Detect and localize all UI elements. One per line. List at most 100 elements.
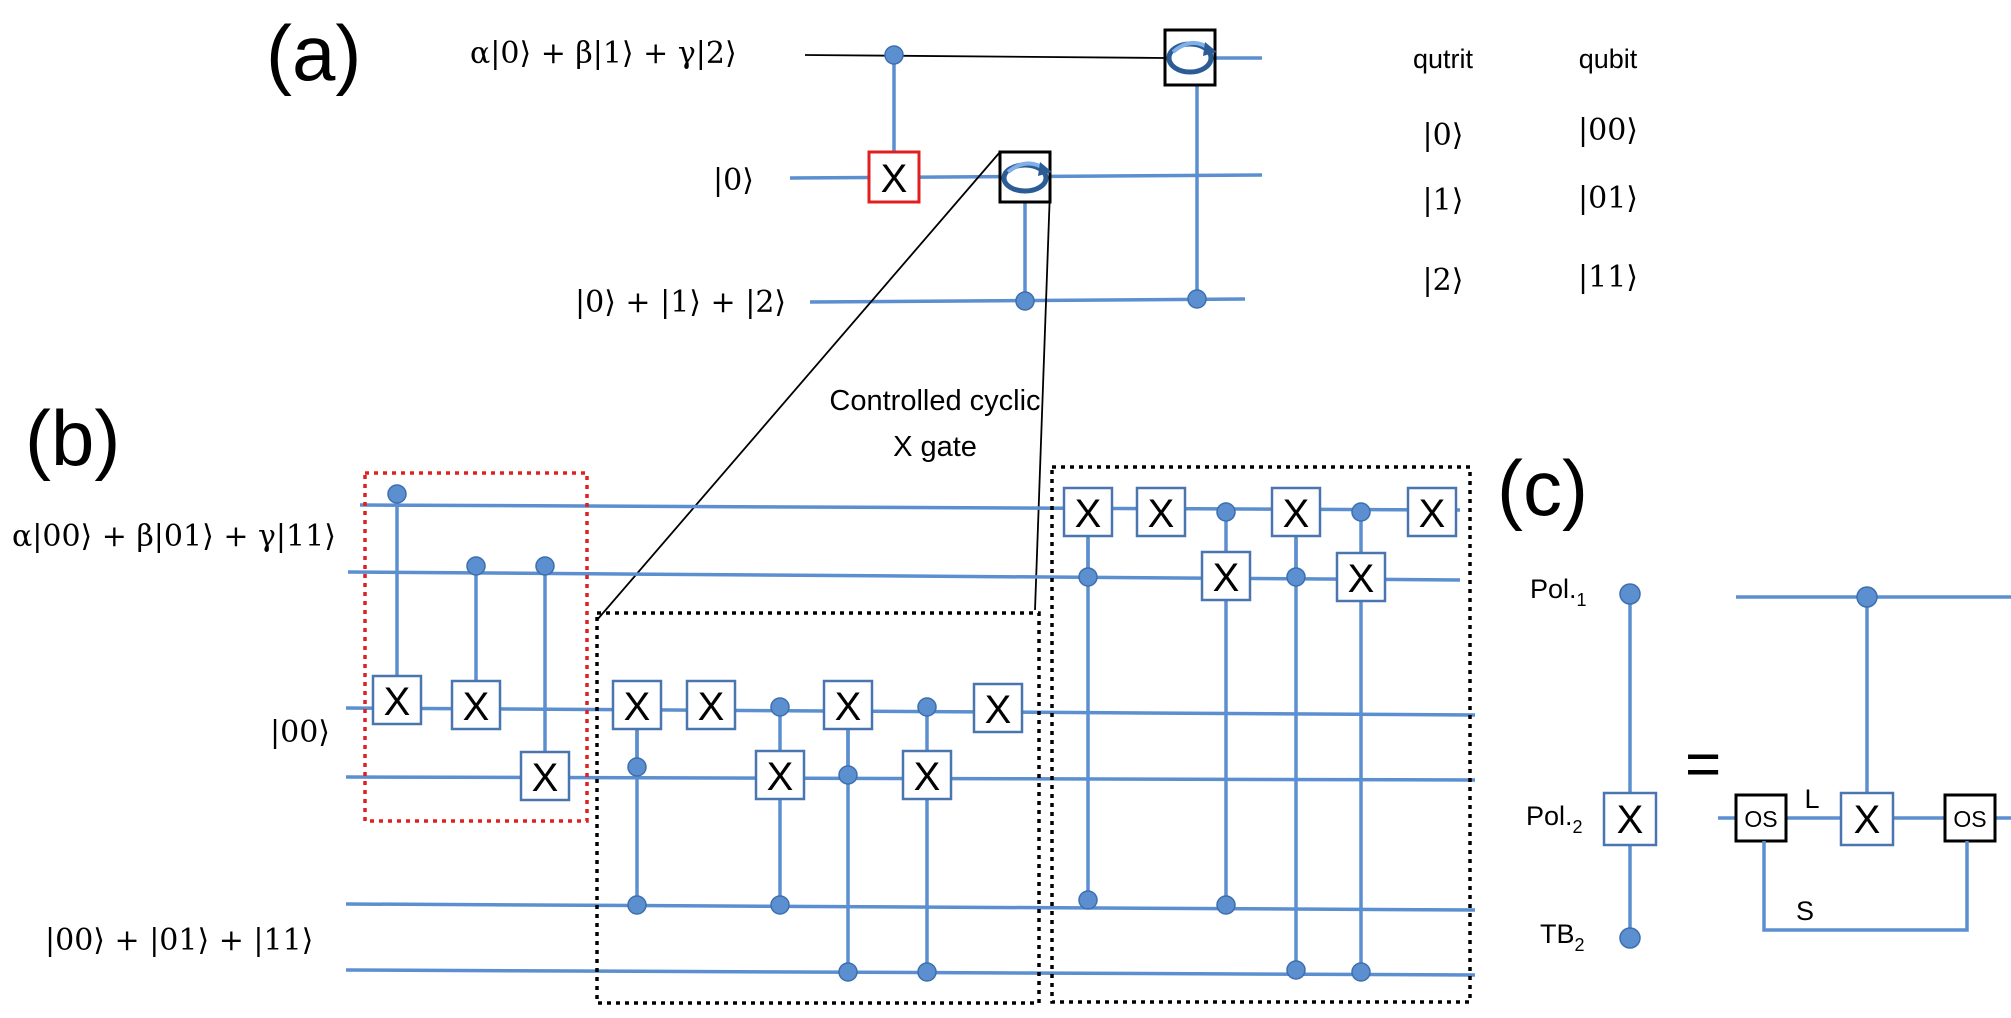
caption-line-2: X gate: [893, 431, 977, 463]
x-gate: [754, 749, 806, 801]
x-gate-label: X: [1213, 556, 1240, 600]
x-gate: [822, 679, 874, 731]
panel-c-label: (c): [1497, 444, 1588, 532]
x-gate-label: X: [835, 685, 862, 729]
caption-line-1: Controlled cyclic: [829, 385, 1040, 417]
os-box-right: [1943, 793, 1997, 843]
table-row-2-qubit: |11⟩: [1578, 260, 1638, 295]
x-gate-label: X: [1075, 492, 1102, 536]
red-dotted-box: [363, 471, 589, 823]
os-box-left-label: OS: [1744, 806, 1777, 832]
control-dot: [770, 895, 790, 915]
pol2-label: Pol.2: [1526, 801, 1583, 837]
x-gate-label: X: [384, 680, 411, 724]
x-gate: [611, 679, 663, 731]
panel-c-x-gate-right-label: X: [1854, 798, 1881, 842]
x-gate-label: X: [624, 685, 651, 729]
table-row-1-qubit: |01⟩: [1578, 181, 1638, 216]
panel-b: (b) α|00⟩ + β|01⟩ + γ|11⟩ |00⟩ |00⟩ + |0…: [12, 385, 1476, 1005]
x-gate: [1406, 486, 1458, 538]
x-gate: [1135, 486, 1187, 538]
control-dot: [1078, 890, 1098, 910]
panel-c-x-gate-left-label: X: [1617, 798, 1644, 842]
control-dot: [1216, 895, 1236, 915]
zoom-line-right: [1034, 189, 1051, 611]
s-path-label: S: [1796, 896, 1814, 926]
equals-sign: =: [1685, 730, 1721, 799]
tb2-label: TB2: [1540, 919, 1585, 955]
x-gate-label: X: [698, 685, 725, 729]
control-dot: [917, 962, 937, 982]
control-dot: [1351, 962, 1371, 982]
x-gate-label: X: [1419, 492, 1446, 536]
table-header-qubit: qubit: [1579, 44, 1638, 74]
l-path-label: L: [1804, 784, 1819, 814]
control-dot: [770, 697, 790, 717]
control-dot: [917, 697, 937, 717]
x-gate: [371, 674, 423, 726]
table-row-2-qutrit: |2⟩: [1423, 263, 1464, 298]
panel-a-control-dot-3: [1187, 289, 1207, 309]
panel-b-wire-5: [345, 902, 1476, 912]
encoding-table: qutrit qubit |0⟩ |00⟩ |1⟩ |01⟩ |2⟩ |11⟩: [1413, 44, 1638, 298]
panel-c-x-gate-right: [1839, 791, 1895, 847]
panel-b-wire-3: [345, 706, 1476, 717]
control-dot: [1351, 502, 1371, 522]
table-row-1-qutrit: |1⟩: [1423, 183, 1464, 218]
cyclic-gate-dotted-box: [595, 611, 1041, 1005]
x-gate-label: X: [1148, 492, 1175, 536]
panel-a: (a) α|0⟩ + β|1⟩ + γ|2⟩ |0⟩ |0⟩ + |1⟩ + |…: [266, 9, 1638, 621]
control-dot: [387, 484, 407, 504]
x-gate: [1062, 486, 1114, 538]
control-dot: [1286, 567, 1306, 587]
x-gate: [1270, 486, 1322, 538]
panel-a-x-gate: [867, 150, 921, 204]
panel-a-label: (a): [266, 9, 361, 97]
tb2-text: TB: [1540, 919, 1575, 949]
panel-a-input-ancilla: |0⟩: [713, 163, 754, 198]
panel-c-x-gate-left: [1602, 791, 1658, 847]
panel-a-cyclic-gate-2: [1163, 28, 1217, 87]
control-dot: [1078, 567, 1098, 587]
panel-c-control-dot-pol1: [1619, 583, 1641, 605]
x-gate: [685, 679, 737, 731]
control-dot: [627, 757, 647, 777]
pol1-text: Pol.: [1530, 574, 1577, 604]
panel-a-wire-top: [804, 54, 1166, 59]
control-dot: [466, 556, 486, 576]
x-gate: [1200, 550, 1252, 602]
control-dot: [838, 765, 858, 785]
control-dot: [627, 895, 647, 915]
x-gate: [972, 682, 1024, 734]
panel-c-control-dot-tb2: [1619, 927, 1641, 949]
table-row-0-qubit: |00⟩: [1578, 113, 1638, 148]
os-box-right-label: OS: [1953, 806, 1986, 832]
panel-a-control-dot-2: [1015, 291, 1035, 311]
x-gate: [901, 749, 953, 801]
right-dotted-box: [1050, 465, 1472, 1004]
pol1-label: Pol.1: [1530, 574, 1587, 610]
x-gate: [1335, 551, 1387, 603]
panel-a-x-gate-label: X: [881, 157, 908, 201]
panel-b-wire-2: [347, 570, 1461, 582]
x-gate-label: X: [1348, 557, 1375, 601]
panel-b-wire-6: [345, 968, 1476, 977]
control-dot: [838, 962, 858, 982]
panel-a-input-superposition: |0⟩ + |1⟩ + |2⟩: [575, 285, 786, 320]
x-gate-label: X: [1283, 492, 1310, 536]
x-gate-label: X: [463, 685, 490, 729]
table-row-0-qutrit: |0⟩: [1423, 118, 1464, 153]
x-gate-label: X: [767, 755, 794, 799]
panel-b-input-superposition: |00⟩ + |01⟩ + |11⟩: [45, 923, 313, 958]
pol2-sub: 2: [1573, 817, 1583, 837]
os-box-left: [1734, 793, 1788, 843]
table-header-qutrit: qutrit: [1413, 44, 1474, 74]
x-gate-label: X: [914, 755, 941, 799]
zoom-line-left: [596, 151, 1001, 621]
panel-c-right-control-dot: [1856, 586, 1878, 608]
pol2-text: Pol.: [1526, 801, 1573, 831]
panel-a-input-qutrit-state: α|0⟩ + β|1⟩ + γ|2⟩: [470, 36, 737, 71]
panel-a-control-dot-1: [884, 45, 904, 65]
